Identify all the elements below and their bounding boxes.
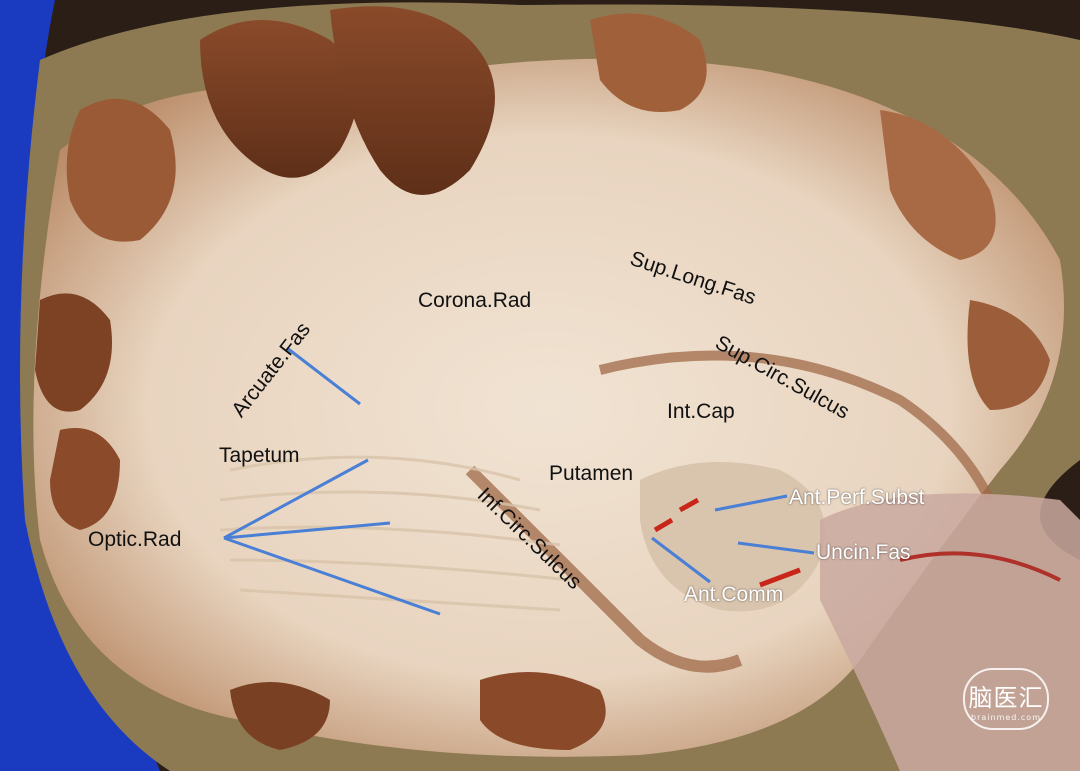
label-corona-rad: Corona.Rad <box>418 289 532 312</box>
label-ant-perf-subst: Ant.Perf.Subst <box>789 486 925 509</box>
optic-rad-pointer-1 <box>223 458 369 540</box>
logo-text: 脑医汇 <box>968 684 1044 712</box>
label-optic-rad: Optic.Rad <box>88 528 182 551</box>
optic-rad-pointer-3 <box>223 536 441 616</box>
brainmed-logo: 脑医汇 brainmed.com <box>963 668 1049 730</box>
ant-perf-subst-pointer <box>714 494 788 512</box>
ant-comm-pointer <box>651 536 711 584</box>
optic-rad-pointer-2 <box>223 521 391 540</box>
arcuate-fas-pointer <box>286 346 361 406</box>
label-ant-comm: Ant.Comm <box>684 583 784 606</box>
logo-subtext: brainmed.com <box>971 713 1041 722</box>
label-putamen: Putamen <box>549 462 634 485</box>
uncin-fas-pointer <box>737 541 815 555</box>
label-int-cap: Int.Cap <box>667 400 735 423</box>
label-tapetum: Tapetum <box>219 444 300 467</box>
label-uncin-fas: Uncin.Fas <box>816 541 911 564</box>
